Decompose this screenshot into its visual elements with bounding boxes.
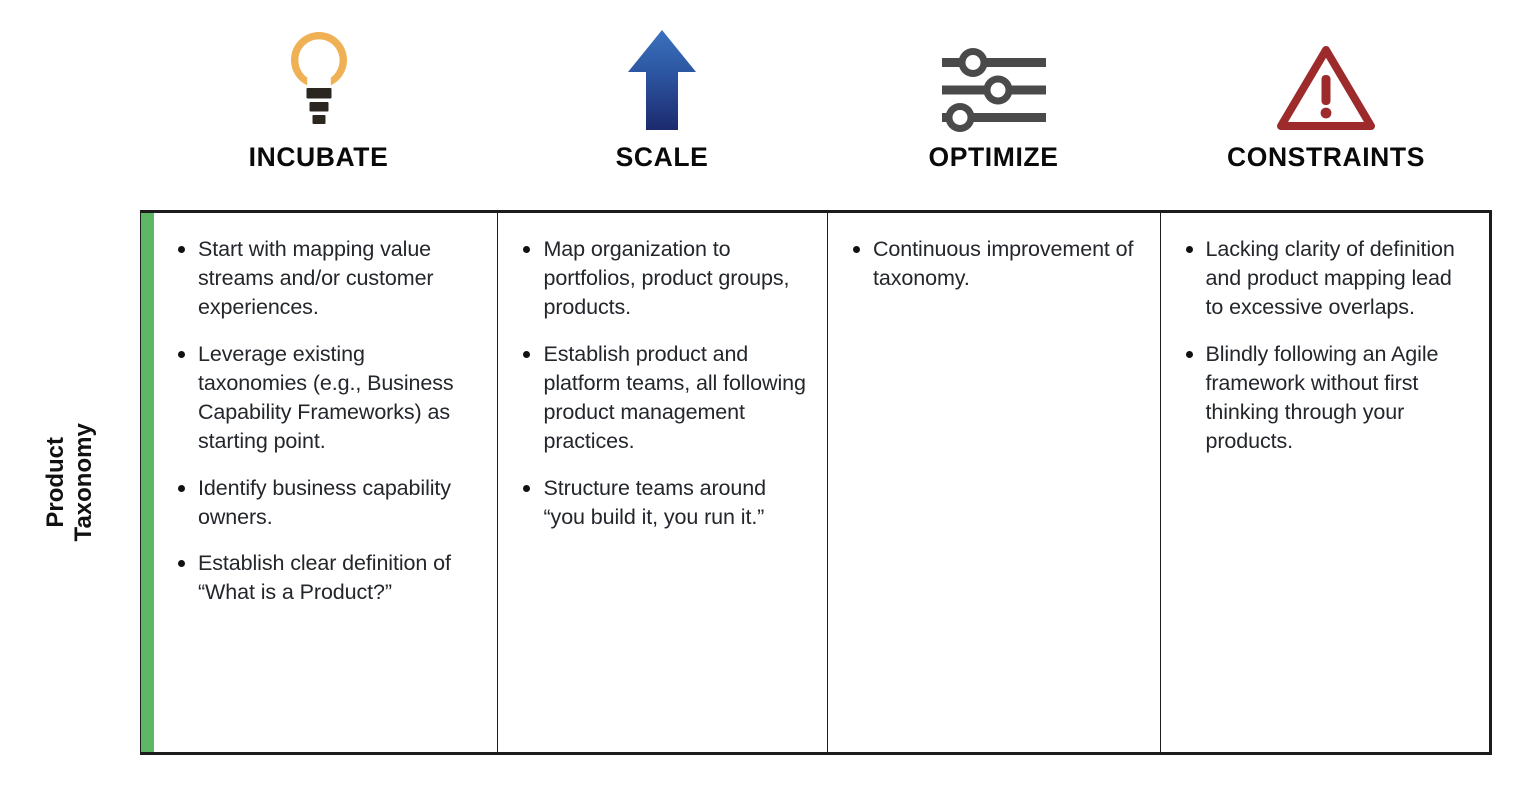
list-item: Start with mapping value streams and/or … [175, 235, 477, 323]
bullet-list-scale: Map organization to portfolios, product … [520, 235, 807, 532]
list-item: Continuous improvement of taxonomy. [850, 235, 1140, 293]
matrix-table: Start with mapping value streams and/or … [140, 210, 1492, 755]
bullet-list-incubate: Start with mapping value streams and/or … [175, 235, 477, 608]
list-item: Lacking clarity of definition and produc… [1183, 235, 1470, 323]
cell-constraints: Lacking clarity of definition and produc… [1159, 213, 1490, 752]
list-item: Blindly following an Agile framework wit… [1183, 340, 1470, 457]
list-item: Establish product and platform teams, al… [520, 340, 807, 457]
header-label-constraints: CONSTRAINTS [1227, 141, 1425, 172]
accent-bar-green [141, 213, 154, 752]
list-item: Identify business capability owners. [175, 474, 477, 532]
header-label-scale: SCALE [615, 141, 709, 172]
row-label-line1: Product [41, 437, 69, 528]
bullet-list-constraints: Lacking clarity of definition and produc… [1183, 235, 1470, 457]
list-item: Structure teams around “you build it, yo… [520, 474, 807, 532]
lightbulb-icon [283, 20, 355, 132]
header-label-optimize: OPTIMIZE [928, 141, 1059, 172]
header-label-incubate: INCUBATE [248, 141, 389, 172]
header-cell-incubate: INCUBATE [140, 0, 497, 196]
header-cell-constraints: CONSTRAINTS [1160, 0, 1492, 196]
list-item: Establish clear definition of “What is a… [175, 549, 477, 607]
up-arrow-icon [626, 20, 698, 132]
header-cell-optimize: OPTIMIZE [827, 0, 1160, 196]
list-item: Leverage existing taxonomies (e.g., Busi… [175, 340, 477, 457]
bullet-list-optimize: Continuous improvement of taxonomy. [850, 235, 1140, 293]
matrix-header-row: INCUBATE SCALE [140, 0, 1492, 196]
row-label-product-taxonomy: Product Taxonomy [0, 210, 140, 755]
cell-optimize: Continuous improvement of taxonomy. [827, 213, 1160, 752]
row-label-line2: Taxonomy [70, 423, 97, 542]
warning-triangle-icon [1277, 20, 1375, 132]
cell-incubate: Start with mapping value streams and/or … [141, 213, 497, 752]
sliders-icon [941, 20, 1046, 132]
header-cell-scale: SCALE [497, 0, 827, 196]
list-item: Map organization to portfolios, product … [520, 235, 807, 323]
cell-scale: Map organization to portfolios, product … [497, 213, 827, 752]
